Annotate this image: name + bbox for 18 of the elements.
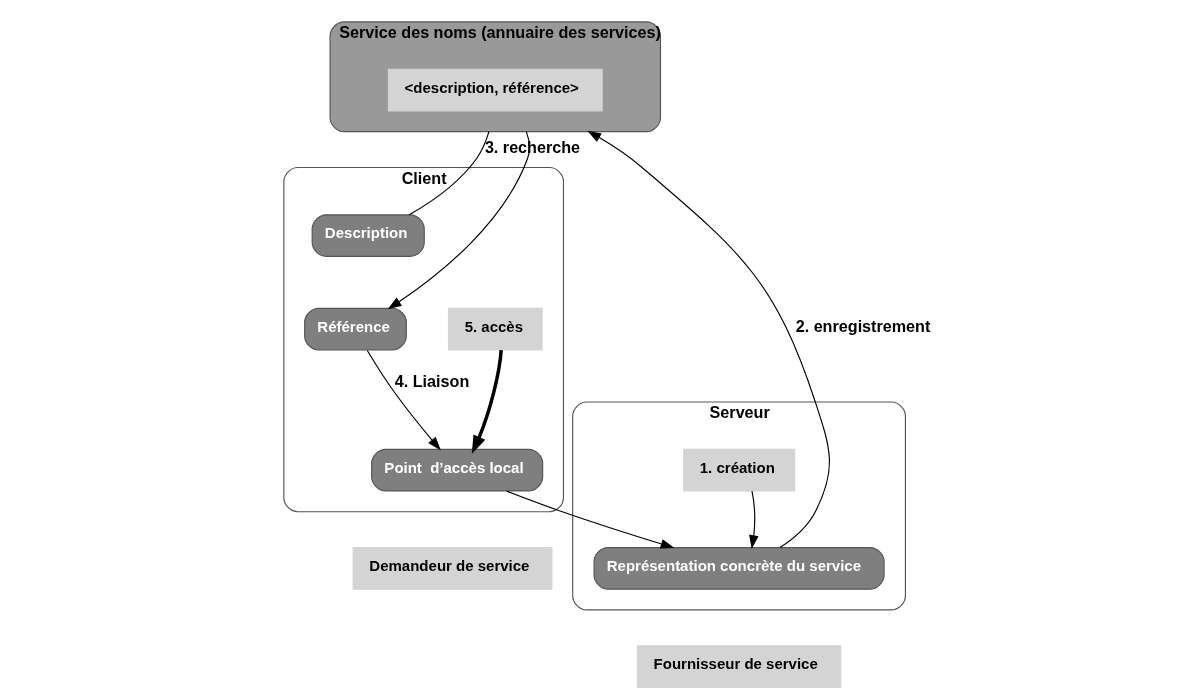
node-box: Point d’accès local xyxy=(370,448,543,492)
node-box: Description xyxy=(311,214,425,257)
edge-label: 4. Liaison xyxy=(394,372,469,391)
node-box: Représentation concrète du service xyxy=(593,546,885,590)
node-box: 5. accès xyxy=(447,307,543,351)
arrow xyxy=(471,350,503,454)
arrow xyxy=(366,349,441,451)
edge-label: 2. enregistrement xyxy=(795,317,930,336)
node-box: 1. création xyxy=(682,448,795,492)
arrow xyxy=(586,130,830,549)
node-box: Fournisseur de service xyxy=(636,645,841,688)
connector xyxy=(408,131,489,216)
arrow xyxy=(387,131,530,310)
arrow xyxy=(748,490,759,550)
node-box: Demandeur de service xyxy=(352,546,552,590)
node-box: Référence xyxy=(303,307,407,351)
arrow xyxy=(505,490,674,549)
node-box: <description, référence> xyxy=(387,68,603,112)
